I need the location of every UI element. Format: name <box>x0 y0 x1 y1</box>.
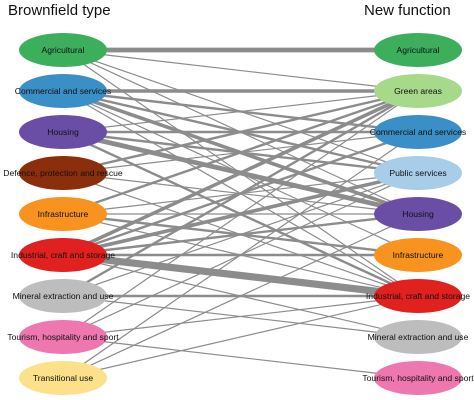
left-node-infrastructure: Infrastructure <box>19 197 107 231</box>
left-node-label: Defence, protection and rescue <box>3 168 123 178</box>
right-node-ellipse <box>374 320 462 354</box>
edge-tourism-hospitality-and-sport-to-industrial-craft-and-storage <box>62 295 419 338</box>
right-node-label: Public services <box>389 168 446 178</box>
edge-industrial-craft-and-storage-to-industrial-craft-and-storage <box>59 251 422 300</box>
right-node-ellipse <box>374 279 462 313</box>
left-node-agricultural: Agricultural <box>19 33 107 67</box>
left-node-ellipse <box>19 320 107 354</box>
left-node-ellipse <box>19 197 107 231</box>
left-node-label: Tourism, hospitality and sport <box>7 332 119 342</box>
left-node-ellipse <box>19 279 107 313</box>
left-node-ellipse <box>19 33 107 67</box>
left-node-ellipse <box>19 238 107 272</box>
right-node-green-areas: Green areas <box>374 74 462 108</box>
right-node-label: Industrial, craft and storage <box>366 291 470 301</box>
right-node-ellipse <box>374 115 462 149</box>
right-node-label: Green areas <box>394 86 442 96</box>
left-node-ellipse <box>19 361 107 395</box>
right-node-label: Mineral extraction and use <box>368 332 469 342</box>
edge-agricultural-to-green-areas <box>62 49 419 92</box>
edge-tourism-hospitality-and-sport-to-green-areas <box>62 90 419 338</box>
right-node-commercial-and-services: Commercial and services <box>370 115 466 149</box>
edge-industrial-craft-and-storage-to-green-areas <box>61 89 420 257</box>
right-node-label: Infrastructure <box>393 250 444 260</box>
brownfield-type-title: Brownfield type <box>8 2 111 19</box>
right-node-public-services: Public services <box>374 156 462 190</box>
connection-lines <box>59 47 422 379</box>
right-node-label: Tourism, hospitality and sport <box>362 373 474 383</box>
left-node-tourism-hospitality-and-sport: Tourism, hospitality and sport <box>7 320 119 354</box>
left-node-label: Industrial, craft and storage <box>11 250 115 260</box>
right-node-industrial-craft-and-storage: Industrial, craft and storage <box>366 279 470 313</box>
left-node-label: Infrastructure <box>38 209 89 219</box>
right-node-label: Commercial and services <box>370 127 466 137</box>
edge-mineral-extraction-and-use-to-green-areas <box>61 89 420 298</box>
right-node-ellipse <box>374 74 462 108</box>
edge-mineral-extraction-and-use-to-public-services <box>62 172 419 297</box>
right-node-ellipse <box>374 238 462 272</box>
edge-transitional-use-to-commercial-and-services <box>62 131 419 379</box>
left-node-industrial-craft-and-storage: Industrial, craft and storage <box>11 238 115 272</box>
left-node-label: Housing <box>47 127 79 137</box>
left-node-label: Commercial and services <box>15 86 111 96</box>
right-node-agricultural: Agricultural <box>374 33 462 67</box>
right-node-label: Housing <box>402 209 434 219</box>
edge-transitional-use-to-industrial-craft-and-storage <box>62 295 419 379</box>
left-node-mineral-extraction-and-use: Mineral extraction and use <box>13 279 114 313</box>
right-node-ellipse <box>374 156 462 190</box>
left-node-ellipse <box>19 156 107 190</box>
right-node-tourism-hospitality-and-sport: Tourism, hospitality and sport <box>362 361 474 395</box>
right-node-ellipse <box>374 361 462 395</box>
left-node-ellipse <box>19 74 107 108</box>
right-node-infrastructure: Infrastructure <box>374 238 462 272</box>
left-node-label: Transitional use <box>33 373 94 383</box>
edge-housing-to-green-areas <box>62 90 419 133</box>
left-node-defence-protection-and-rescue: Defence, protection and rescue <box>3 156 123 190</box>
right-node-label: Agricultural <box>397 45 440 55</box>
left-node-housing: Housing <box>19 115 107 149</box>
edge-defence-protection-and-rescue-to-green-areas <box>61 89 420 175</box>
left-node-label: Mineral extraction and use <box>13 291 114 301</box>
edge-infrastructure-to-green-areas <box>61 89 420 216</box>
right-node-mineral-extraction-and-use: Mineral extraction and use <box>368 320 469 354</box>
left-node-commercial-and-services: Commercial and services <box>15 74 111 108</box>
right-node-housing: Housing <box>374 197 462 231</box>
new-function-title: New function <box>364 2 451 19</box>
right-node-ellipse <box>374 33 462 67</box>
left-node-ellipse <box>19 115 107 149</box>
left-node-transitional-use: Transitional use <box>19 361 107 395</box>
left-node-label: Agricultural <box>42 45 85 55</box>
edge-transitional-use-to-housing <box>62 213 419 379</box>
edge-tourism-hospitality-and-sport-to-tourism-hospitality-and-sport <box>62 336 419 379</box>
right-node-ellipse <box>374 197 462 231</box>
